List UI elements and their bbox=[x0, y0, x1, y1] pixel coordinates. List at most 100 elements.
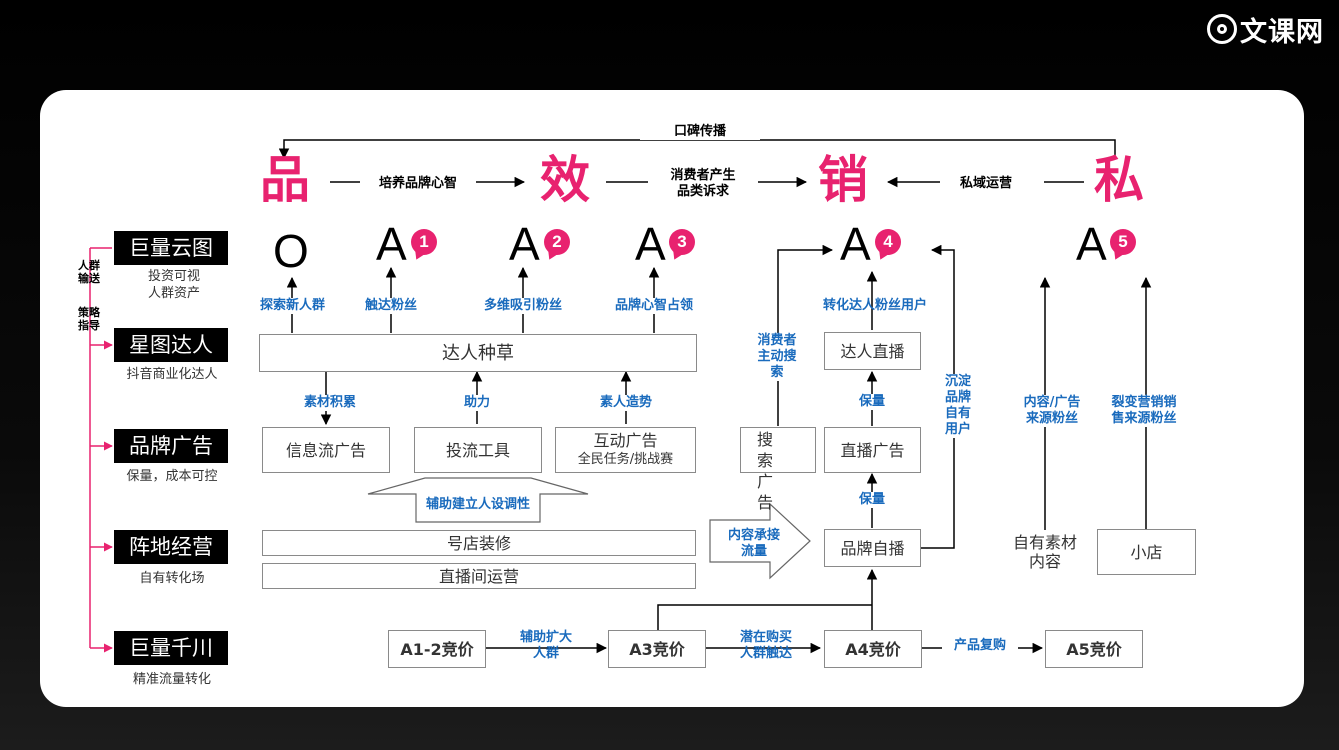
box-interactive-ad: 互动广告 全民任务/挑战赛 bbox=[555, 427, 696, 473]
content-fans-line2: 来源粉丝 bbox=[1025, 411, 1078, 426]
box-bid-a4: A4竞价 bbox=[824, 630, 922, 668]
settle-line3: 自有 bbox=[944, 406, 971, 421]
side-crowd-line2: 输送 bbox=[78, 272, 100, 285]
box-bid-a5: A5竞价 bbox=[1045, 630, 1143, 668]
stage-si: 私 bbox=[1094, 151, 1144, 209]
xiao-to-xiao2-line1: 消费者产生 bbox=[670, 168, 736, 183]
assist-expand-line2: 人群 bbox=[532, 646, 559, 661]
level-a5-badge: 5 bbox=[1110, 229, 1136, 255]
settle-line4: 用户 bbox=[944, 422, 971, 437]
content-carry-line2: 流量 bbox=[740, 544, 767, 559]
logo-icon bbox=[1207, 14, 1237, 44]
label-retain1: 保量 bbox=[848, 394, 896, 410]
tool-position-sub: 自有转化场 bbox=[139, 571, 205, 586]
box-brand-live: 品牌自播 bbox=[824, 529, 921, 567]
label-reach: 触达粉丝 bbox=[355, 298, 427, 314]
side-crowd-label: 人群 输送 bbox=[76, 259, 102, 285]
box-store-decor: 号店装修 bbox=[262, 530, 696, 556]
consumer-search-line1: 消费者 bbox=[757, 333, 797, 348]
tool-xingtu-sub: 抖音商业化达人 bbox=[126, 367, 218, 382]
stage-xiao2: 销 bbox=[818, 151, 868, 209]
own-content-line1: 自有素材 bbox=[1012, 533, 1077, 552]
tool-yuntu: 巨量云图 bbox=[114, 231, 228, 265]
level-a3-badge: 3 bbox=[669, 229, 695, 255]
label-mind: 品牌心智占领 bbox=[602, 298, 706, 314]
interactive-ad-sub: 全民任务/挑战赛 bbox=[577, 452, 674, 467]
tool-xingtu: 星图达人 bbox=[114, 328, 228, 362]
level-a2-badge: 2 bbox=[544, 229, 570, 255]
content-fans-line1: 内容/广告 bbox=[1023, 395, 1081, 410]
label-persona: 辅助建立人设调性 bbox=[425, 497, 530, 512]
side-crowd-line1: 人群 bbox=[78, 259, 100, 272]
box-kol-live: 达人直播 bbox=[824, 332, 921, 370]
side-strategy-label: 策略 指导 bbox=[76, 306, 102, 332]
label-civilian: 素人造势 bbox=[584, 395, 668, 411]
stage-pin: 品 bbox=[260, 151, 310, 209]
level-a4-badge: 4 bbox=[875, 229, 901, 255]
interactive-ad-title: 互动广告 bbox=[593, 431, 658, 450]
label-material: 素材积累 bbox=[290, 395, 370, 411]
label-repurchase: 产品复购 bbox=[942, 638, 1018, 654]
own-content-line2: 内容 bbox=[1028, 552, 1061, 571]
label-convert: 转化达人粉丝用户 bbox=[822, 298, 927, 313]
tool-yuntu-sub2: 人群资产 bbox=[147, 286, 200, 301]
fission-line1: 裂变营销销 bbox=[1111, 395, 1177, 410]
box-own-content: 自有素材 内容 bbox=[1000, 530, 1090, 574]
brand-logo: 文课网 bbox=[1207, 12, 1324, 48]
label-assist-expand: 辅助扩大 人群 bbox=[508, 630, 584, 662]
level-o: O bbox=[273, 225, 309, 277]
side-strategy-line2: 指导 bbox=[78, 319, 100, 332]
label-fission: 裂变营销销 售来源粉丝 bbox=[1100, 395, 1188, 427]
tool-qianchuan-sub: 精准流量转化 bbox=[132, 672, 211, 687]
label-assist: 助力 bbox=[453, 395, 501, 411]
side-strategy-line1: 策略 bbox=[78, 306, 100, 319]
box-flow-tool: 投流工具 bbox=[414, 427, 542, 473]
label-attract: 多维吸引粉丝 bbox=[468, 298, 578, 314]
level-a4-letter: A bbox=[840, 218, 871, 270]
potential-line2: 人群触达 bbox=[739, 646, 792, 661]
box-kol-seed: 达人种草 bbox=[259, 334, 697, 372]
box-bid-a3: A3竞价 bbox=[608, 630, 706, 668]
box-live-room-ops: 直播间运营 bbox=[262, 563, 696, 589]
settle-line2: 品牌 bbox=[944, 390, 971, 405]
fission-line2: 售来源粉丝 bbox=[1111, 411, 1177, 426]
logo-text: 文课网 bbox=[1240, 16, 1324, 48]
box-feed-ad: 信息流广告 bbox=[262, 427, 390, 473]
si-to-xiao2-label: 私域运营 bbox=[959, 176, 1012, 191]
tool-brand-ad: 品牌广告 bbox=[114, 429, 228, 463]
tool-brand-ad-sub: 保量，成本可控 bbox=[126, 469, 218, 484]
tool-yuntu-sub1: 投资可视 bbox=[147, 269, 200, 284]
tool-position: 阵地经营 bbox=[114, 530, 228, 564]
label-settle: 沉淀 品牌 自有 用户 bbox=[938, 374, 978, 438]
xiao-to-xiao2-label: 消费者产生 品类诉求 bbox=[648, 168, 758, 200]
content-carry-line1: 内容承接 bbox=[727, 528, 780, 543]
consumer-search-line2: 主动搜 bbox=[757, 349, 797, 364]
box-shop: 小店 bbox=[1097, 529, 1196, 575]
level-a1-letter: A bbox=[376, 218, 407, 270]
label-consumer-search: 消费者 主动搜 索 bbox=[748, 333, 806, 381]
level-a2-letter: A bbox=[509, 218, 540, 270]
level-a3-letter: A bbox=[635, 218, 666, 270]
search-ad-text: 搜索广告 bbox=[756, 430, 773, 512]
label-explore: 探索新人群 bbox=[245, 298, 340, 314]
box-live-ad: 直播广告 bbox=[824, 427, 921, 473]
label-retain2: 保量 bbox=[848, 492, 896, 508]
level-a5-letter: A bbox=[1076, 218, 1107, 270]
settle-line1: 沉淀 bbox=[944, 374, 971, 389]
box-bid-a12: A1-2竞价 bbox=[388, 630, 486, 668]
label-content-fans: 内容/广告 来源粉丝 bbox=[1012, 395, 1092, 427]
consumer-search-line3: 索 bbox=[770, 365, 784, 380]
stage-xiao: 效 bbox=[540, 151, 590, 209]
assist-expand-line1: 辅助扩大 bbox=[519, 630, 572, 645]
label-potential: 潜在购买 人群触达 bbox=[728, 630, 804, 662]
box-search-ad: 搜索广告 bbox=[740, 427, 816, 512]
label-content-carry: 内容承接 流量 bbox=[716, 528, 792, 560]
word-of-mouth-label: 口碑传播 bbox=[640, 124, 760, 140]
pin-to-xiao-label: 培养品牌心智 bbox=[378, 176, 457, 191]
potential-line1: 潜在购买 bbox=[739, 630, 792, 645]
level-a1-badge: 1 bbox=[411, 229, 437, 255]
tool-qianchuan: 巨量千川 bbox=[114, 631, 228, 665]
xiao-to-xiao2-line2: 品类诉求 bbox=[676, 184, 729, 199]
